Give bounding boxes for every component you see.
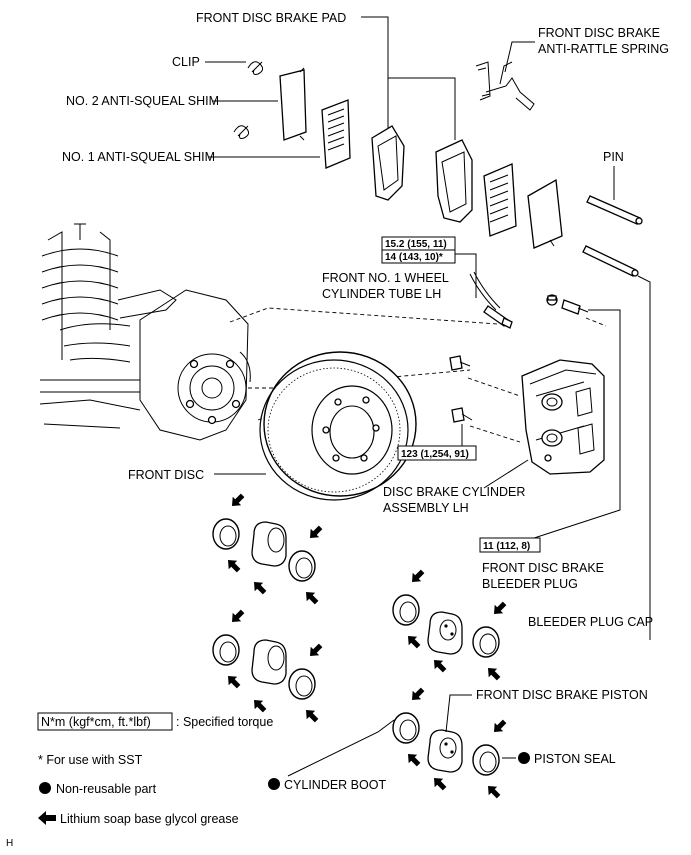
legend-sst: * For use with SST	[38, 753, 143, 767]
anti-rattle-spring-label-2: ANTI-RATTLE SPRING	[538, 42, 669, 56]
pin-lower	[582, 245, 639, 277]
legend-torque-units: N*m (kgf*cm, ft.*lbf)	[41, 715, 151, 729]
mounting-bolt-lower	[451, 407, 473, 423]
mount-torque: 123 (1,254, 91)	[401, 449, 469, 460]
piston-label: FRONT DISC BRAKE PISTON	[476, 688, 648, 702]
no2-shim-left	[279, 67, 307, 141]
wheel-cylinder-tube	[469, 271, 513, 329]
mount-torque-box	[397, 445, 477, 461]
cylinder-boot-nonreusable-mark	[268, 778, 280, 790]
bleeder-cap-leader	[637, 275, 651, 640]
front-disc	[259, 351, 417, 501]
legend-grease-arrow-icon	[38, 811, 56, 825]
piston-group-right-lower	[392, 712, 500, 776]
tube-torque-a: 15.2 (155, 11)	[385, 239, 447, 250]
bleeder-torque: 11 (112, 8)	[483, 541, 530, 552]
clip-lower	[233, 125, 250, 139]
legend-nonreusable-icon	[39, 782, 51, 794]
brake-pad-left	[371, 125, 405, 201]
pin-upper	[586, 195, 643, 225]
pad-leader	[361, 16, 456, 140]
piston-group-left-lower	[212, 634, 316, 700]
clip-upper	[247, 61, 264, 75]
no1-anti-squeal-shim-label: NO. 1 ANTI-SQUEAL SHIM	[62, 150, 215, 164]
tube-torque-b: 14 (143, 10)*	[385, 252, 443, 263]
bleeder-label-1: FRONT DISC BRAKE	[482, 561, 604, 575]
bleeder-plug	[561, 299, 589, 315]
anti-rattle-spring-label-1: FRONT DISC BRAKE	[538, 26, 660, 40]
no1-shim-right	[483, 163, 517, 237]
tube-label-1: FRONT NO. 1 WHEEL	[322, 271, 449, 285]
corner-mark: H	[6, 838, 13, 849]
anti-rattle-spring	[475, 61, 535, 111]
brake-pad-right	[435, 139, 473, 223]
bleeder-leader	[527, 309, 621, 541]
disc-brake-cylinder-assembly	[521, 359, 605, 475]
no2-shim-right	[527, 178, 563, 249]
piston-group-right-upper	[392, 594, 500, 658]
bleeder-torque-box	[479, 537, 541, 553]
legend-grease: Lithium soap base glycol grease	[60, 812, 239, 826]
cylinder-boot-label: CYLINDER BOOT	[284, 778, 386, 792]
legend-nonreusable: Non-reusable part	[56, 782, 157, 796]
clip-label: CLIP	[172, 55, 200, 69]
steering-knuckle-assembly	[39, 223, 251, 441]
front-disc-label: FRONT DISC	[128, 468, 204, 482]
bleeder-label-2: BLEEDER PLUG	[482, 577, 578, 591]
piston-seal-label: PISTON SEAL	[534, 752, 616, 766]
tube-label-2: CYLINDER TUBE LH	[322, 287, 441, 301]
cylinder-label-1: DISC BRAKE CYLINDER	[383, 485, 525, 499]
bleeder-plug-cap	[546, 294, 558, 306]
piston-group-left-upper	[212, 518, 316, 582]
bleeder-plug-cap-label: BLEEDER PLUG CAP	[528, 615, 653, 629]
no1-shim-left	[321, 99, 351, 169]
spring-leader	[504, 41, 535, 73]
no2-anti-squeal-shim-label: NO. 2 ANTI-SQUEAL SHIM	[66, 94, 219, 108]
piston-seal-nonreusable-mark	[518, 752, 530, 764]
front-disc-brake-pad-label: FRONT DISC BRAKE PAD	[196, 11, 346, 25]
legend-torque-text: : Specified torque	[176, 715, 273, 729]
cylinder-label-2: ASSEMBLY LH	[383, 501, 469, 515]
pin-label: PIN	[603, 150, 624, 164]
mounting-bolt-upper	[449, 355, 471, 371]
legend-torque-box	[37, 712, 173, 731]
